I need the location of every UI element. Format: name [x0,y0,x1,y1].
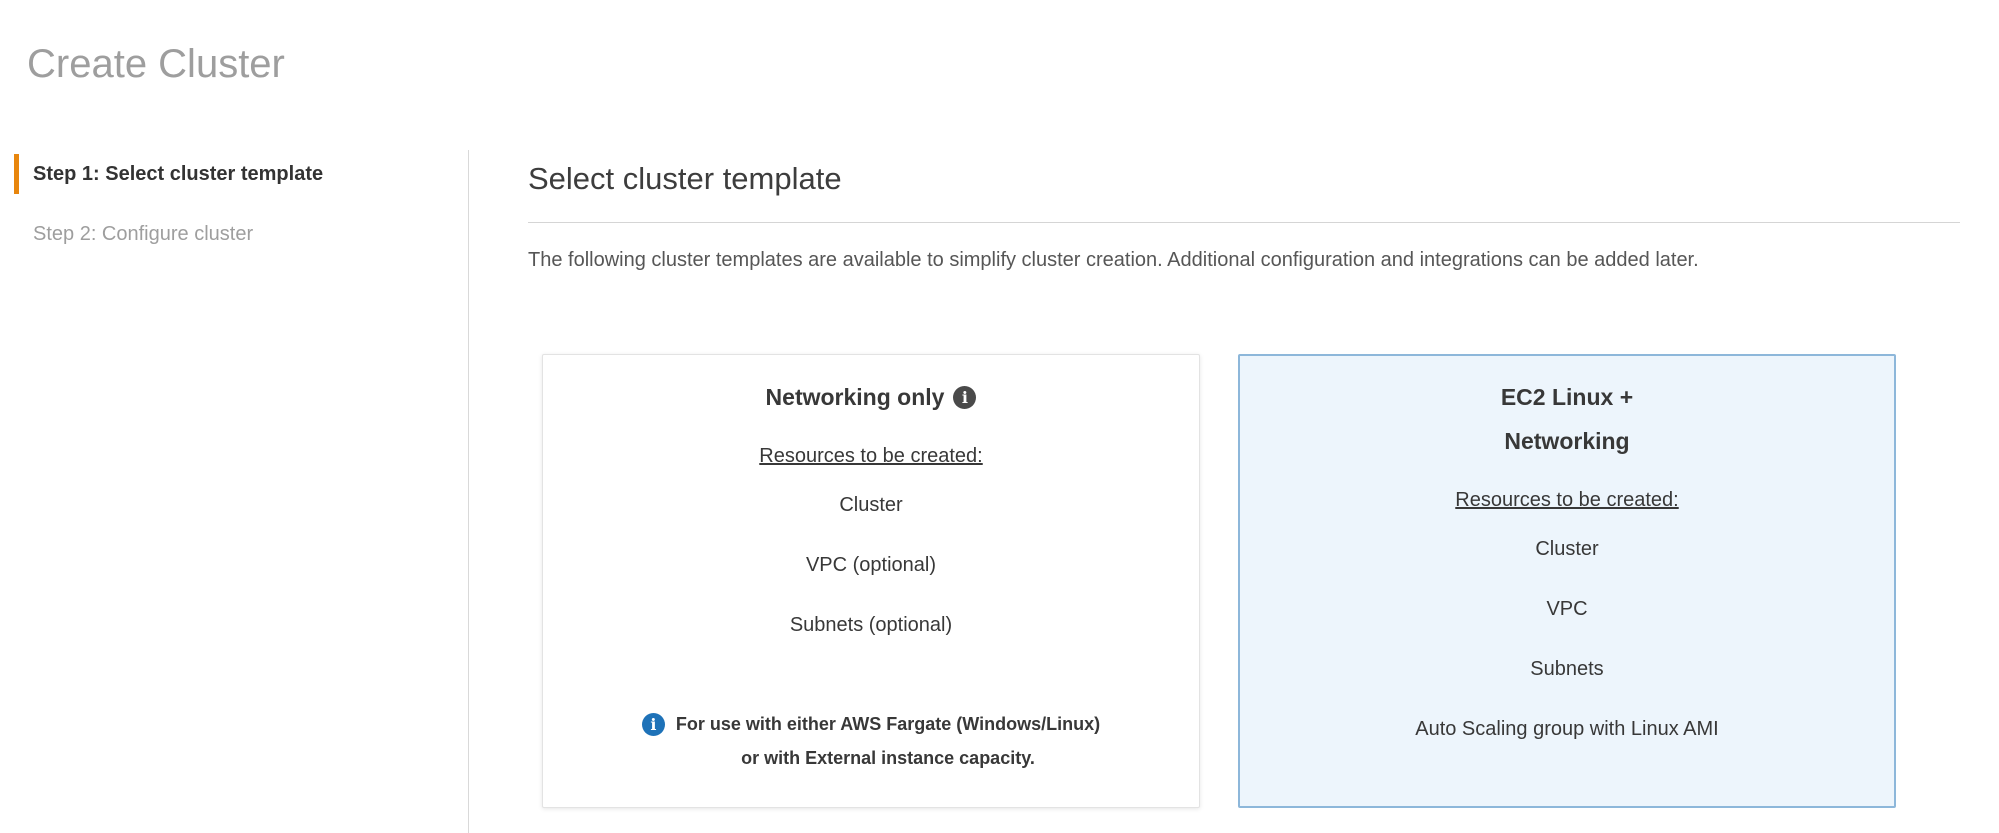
fargate-usage-note: i For use with either AWS Fargate (Windo… [543,707,1199,775]
resource-item: Subnets (optional) [789,614,953,636]
card-title-row: Networking only i [543,375,1199,419]
section-heading: Select cluster template [528,161,842,196]
info-icon[interactable]: i [953,385,977,409]
template-card-networking-only[interactable]: Networking only i Resources to be create… [542,354,1200,808]
info-glyph: i [650,715,657,734]
vertical-divider [468,150,469,833]
resource-item: Cluster [1535,538,1599,560]
resource-item: VPC [1546,598,1588,620]
step-2-configure-cluster[interactable]: Step 2: Configure cluster [33,223,254,245]
note-text: For use with either AWS Fargate (Windows… [676,707,1100,775]
card-title-line: EC2 Linux + [1500,384,1634,410]
wizard-steps-nav: Step 1: Select cluster template Step 2: … [14,154,323,274]
resource-item: Auto Scaling group with Linux AMI [1415,718,1719,740]
card-title: Networking only [765,384,945,410]
resource-item: VPC (optional) [805,554,937,576]
resources-label: Resources to be created: [1455,489,1679,511]
main-content: Select cluster template The following cl… [528,0,1960,833]
resources-label: Resources to be created: [759,445,983,467]
section-description: The following cluster templates are avai… [528,249,1699,271]
card-title-line: Networking [1504,428,1630,454]
info-icon: i [641,713,665,736]
template-card-ec2-linux-networking[interactable]: EC2 Linux + Networking Resources to be c… [1238,354,1896,808]
note-line: or with External instance capacity. [741,748,1035,768]
resource-item: Cluster [839,494,903,516]
page-title: Create Cluster [27,42,285,86]
step-1-select-cluster-template[interactable]: Step 1: Select cluster template [14,154,323,194]
card-title: EC2 Linux + Networking [1240,375,1894,463]
info-glyph: i [961,387,968,407]
template-cards: Networking only i Resources to be create… [542,354,1896,808]
note-line: For use with either AWS Fargate (Windows… [675,714,1101,734]
heading-rule [528,222,1960,223]
resource-item: Subnets [1530,658,1604,680]
